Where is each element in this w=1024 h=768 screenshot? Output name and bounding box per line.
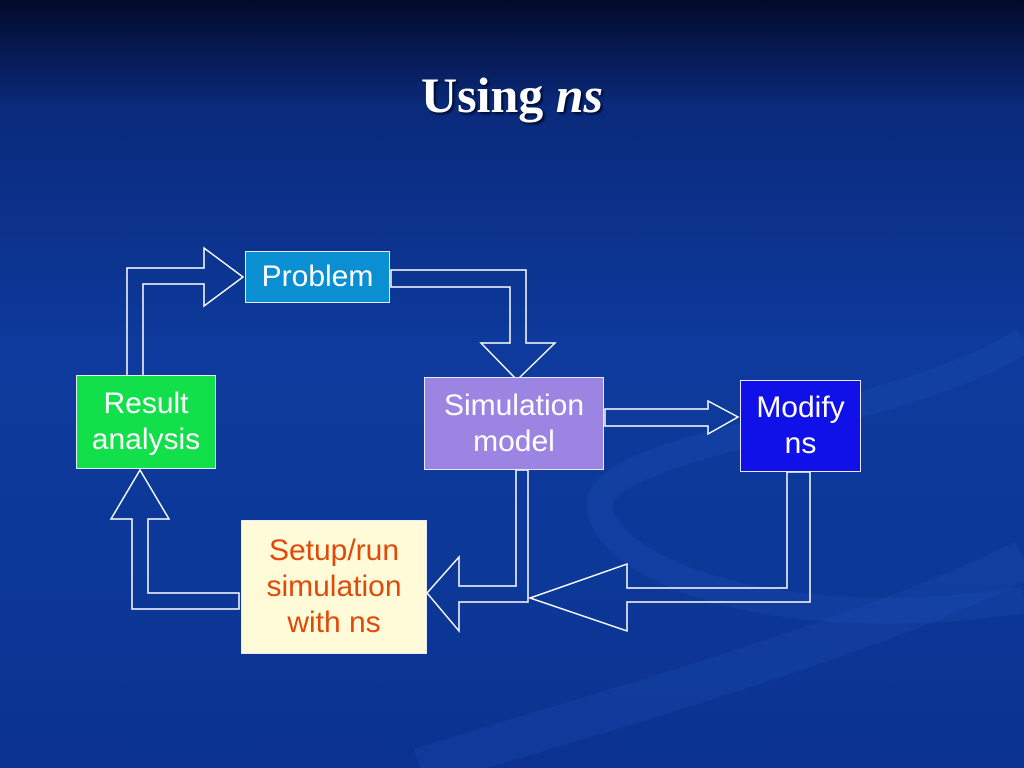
arrow-simulation-to-modify <box>604 399 740 436</box>
arrow-result-to-problem <box>126 246 245 377</box>
node-modify-ns: Modify ns <box>740 380 861 472</box>
title-text: Using <box>420 67 556 123</box>
background-swoosh <box>414 542 1024 768</box>
node-result-analysis: Result analysis <box>76 375 216 469</box>
arrow-modify-to-setup <box>527 471 811 633</box>
arrow-simulation-to-setup <box>426 469 529 634</box>
slide-title: Using ns <box>0 66 1024 124</box>
arrow-setup-to-result <box>109 468 240 610</box>
node-label: Modify ns <box>756 391 845 460</box>
title-emphasis: ns <box>555 67 604 123</box>
arrow-problem-to-simulation <box>390 269 557 382</box>
node-setup-run: Setup/run simulation with ns <box>241 520 427 654</box>
node-label: Simulation model <box>443 388 585 458</box>
node-label: Problem <box>261 260 374 293</box>
node-label: Setup/run simulation with ns <box>266 534 402 639</box>
node-simulation-model: Simulation model <box>424 377 604 470</box>
node-problem: Problem <box>245 251 390 303</box>
background-swoosh <box>586 329 1024 624</box>
node-label: Result analysis <box>91 387 201 456</box>
